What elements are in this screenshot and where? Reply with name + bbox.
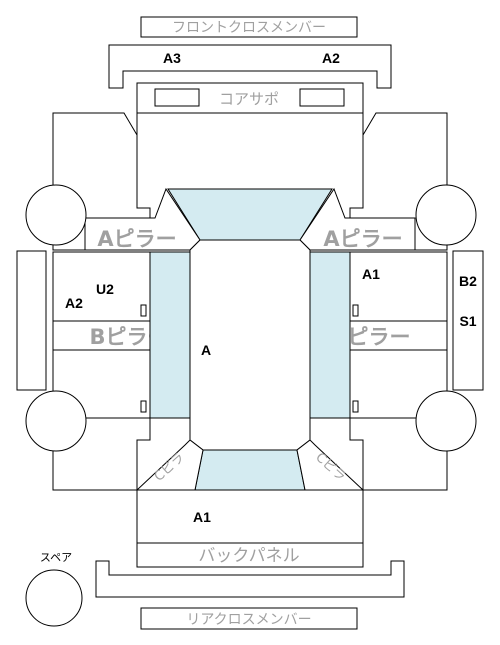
front-left-wheel <box>25 184 87 246</box>
front-bumper <box>108 44 392 89</box>
left-front-door <box>52 251 151 322</box>
left-rear-door-handle <box>140 400 147 413</box>
right-side-sill <box>452 250 484 391</box>
rear-window <box>194 449 306 491</box>
headlight-left <box>154 88 200 107</box>
back-panel <box>136 542 364 568</box>
back-panel-label: バックパネル <box>198 546 299 566</box>
rear-left-wheel <box>25 390 87 452</box>
right-side-window <box>309 251 351 419</box>
right-rear-door-handle <box>352 400 359 413</box>
grade-front-left: A3 <box>163 50 181 66</box>
a-pillar-right-label: Aピラー <box>323 227 402 251</box>
front-cross-member-box <box>140 16 358 38</box>
rear-cross-member-label: リアクロスメンバー <box>186 612 311 628</box>
grade-left-door-a: A2 <box>65 295 83 311</box>
spare-label: スペア <box>40 551 72 564</box>
left-front-door-handle <box>140 304 147 317</box>
grade-left-door-u: U2 <box>96 281 114 297</box>
grade-right-side-2: S1 <box>459 313 476 329</box>
rear-right-wheel <box>415 390 477 452</box>
rear-bumper <box>95 560 405 598</box>
grade-roof: A <box>201 342 211 358</box>
left-side-window <box>149 251 191 419</box>
spare-tire <box>25 569 83 627</box>
left-side-sill <box>16 250 47 391</box>
rear-cross-member-box <box>140 607 358 630</box>
grade-right-side-1: B2 <box>459 273 477 289</box>
a-pillar-left-label: Aピラー <box>97 227 176 251</box>
core-support-label: コアサポ <box>219 90 279 108</box>
right-front-door <box>349 251 448 322</box>
grade-rear: A1 <box>193 509 211 525</box>
trunk <box>136 489 364 544</box>
grade-right-front-door: A1 <box>362 266 380 282</box>
headlight-right <box>299 88 345 107</box>
front-cross-member-label: フロントクロスメンバー <box>172 20 326 36</box>
front-right-wheel <box>415 184 477 246</box>
grade-front-right: A2 <box>322 50 340 66</box>
right-front-door-handle <box>352 304 359 317</box>
